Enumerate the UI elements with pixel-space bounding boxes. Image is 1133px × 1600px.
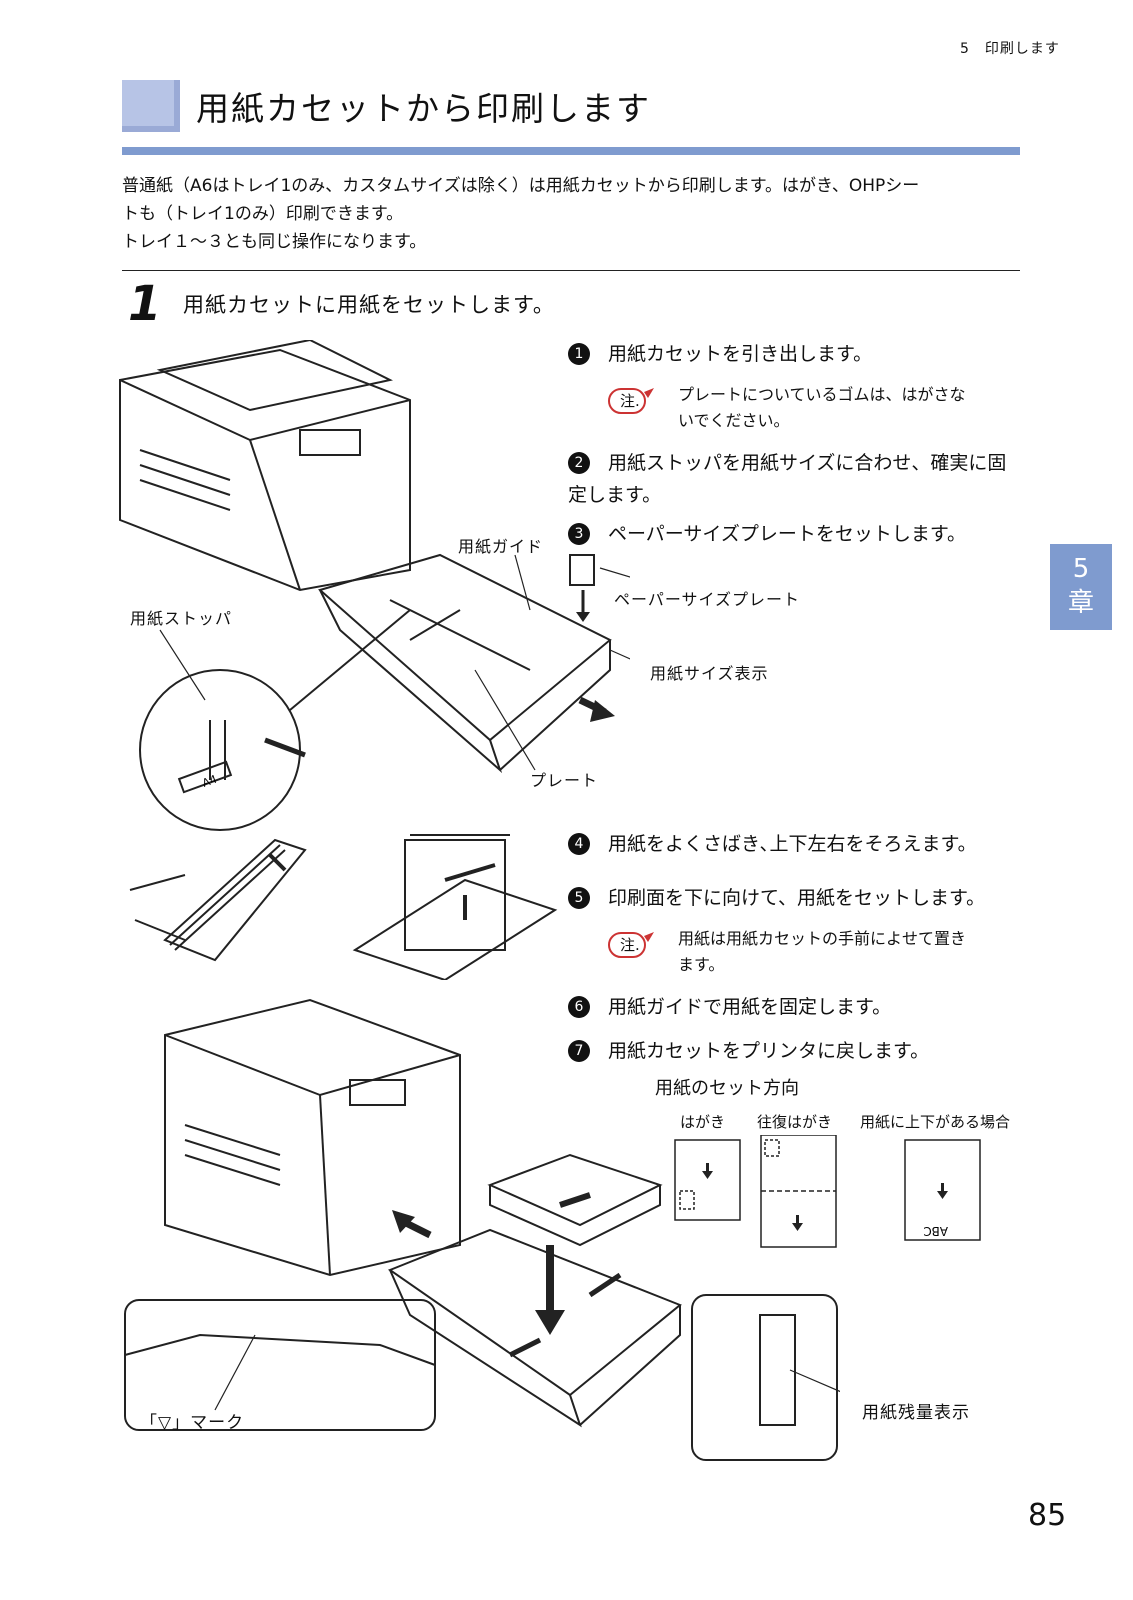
caution-badge-label: 注. [620, 392, 640, 410]
substep-text: 用紙カセットを引き出します。 [608, 343, 873, 365]
chapter-header: 5 印刷します [960, 41, 1060, 57]
direction-title: 用紙のセット方向 [655, 1078, 799, 1099]
step-number: 1 [128, 276, 162, 332]
section-rule [122, 270, 1020, 271]
substep: 5 印刷面を下に向けて、用紙をセットします。 [568, 882, 1023, 914]
caution-line: 用紙は用紙カセットの手前によせて置き [678, 929, 967, 948]
substep: 1 用紙カセットを引き出します。 [568, 338, 1023, 370]
chapter-side-tab: 5 章 [1050, 544, 1112, 630]
step-heading: 用紙カセットに用紙をセットします。 [183, 293, 555, 317]
caution-text: 用紙は用紙カセットの手前によせて置き ます。 [678, 926, 966, 978]
direction-reply-label: 往復はがき [757, 1113, 833, 1131]
label-plate: プレート [530, 771, 599, 790]
substep-number: 5 [568, 887, 590, 909]
caution-note: 注. 用紙は用紙カセットの手前によせて置き ます。 [608, 928, 1028, 984]
label-paper-guide: 用紙ガイド [458, 537, 544, 556]
paper-fanning-illustration [129, 834, 558, 980]
intro-line: トも（トレイ1のみ）印刷できます。 [122, 204, 404, 224]
substep-text: ペーパーサイズプレートをセットします。 [608, 523, 966, 545]
intro-line: 普通紙（A6はトレイ1のみ、カスタムサイズは除く）は用紙カセットから印刷します。… [122, 176, 920, 196]
label-paper-stopper: 用紙ストッパ [130, 609, 233, 628]
cassette-illustration: A4 [119, 340, 630, 831]
substep-number: 6 [568, 996, 590, 1018]
substep-number: 3 [568, 523, 590, 545]
chapter-tab-label: 章 [1067, 588, 1094, 618]
caution-line: ます。 [678, 955, 725, 974]
chapter-tab-number: 5 [1072, 554, 1090, 584]
caution-line: プレートについているゴムは、はがさな [678, 385, 966, 404]
title-decoration [122, 80, 180, 132]
direction-postcard-label: はがき [680, 1113, 726, 1131]
label-triangle-mark: 「▽」マーク [140, 1413, 245, 1433]
abc-sample: ABC [923, 1224, 948, 1238]
substep: 6 用紙ガイドで用紙を固定します。 [568, 991, 1023, 1023]
substep: 7 用紙カセットをプリンタに戻します。 [568, 1035, 1023, 1067]
page-title: 用紙カセットから印刷します [196, 89, 651, 128]
caution-badge-icon [608, 932, 654, 958]
substep-number: 2 [568, 452, 590, 474]
substep-text: 印刷面を下に向けて、用紙をセットします。 [608, 887, 986, 909]
substep-text: 用紙ストッパを用紙サイズに合わせ、確実に固定します。 [568, 452, 1007, 506]
title-underline [122, 147, 1020, 155]
label-paper-size-indicator: 用紙サイズ表示 [650, 664, 769, 683]
caution-badge-icon [608, 388, 654, 414]
caution-line: いでください。 [678, 411, 790, 430]
substep-text: 用紙をよくさばき､上下左右をそろえます。 [608, 833, 977, 855]
direction-oriented-label: 用紙に上下がある場合 [860, 1113, 1011, 1131]
substep-number: 4 [568, 833, 590, 855]
direction-diagrams: ABC [674, 1135, 981, 1248]
caution-note: 注. プレートについているゴムは、はがさな いでください。 [608, 384, 1028, 440]
substep-text: 用紙カセットをプリンタに戻します。 [608, 1040, 930, 1062]
intro-paragraph: 普通紙（A6はトレイ1のみ、カスタムサイズは除く）は用紙カセットから印刷します。… [122, 172, 1022, 256]
label-paper-level: 用紙残量表示 [862, 1403, 970, 1423]
label-paper-size-plate: ペーパーサイズプレート [614, 590, 801, 609]
cassette-return-illustration [124, 998, 840, 1461]
substep: 4 用紙をよくさばき､上下左右をそろえます。 [568, 828, 1023, 860]
substep-text: 用紙ガイドで用紙を固定します。 [608, 996, 892, 1018]
a4-marking: A4 [201, 773, 219, 790]
caution-badge-label: 注. [620, 936, 640, 954]
substep: 3 ペーパーサイズプレートをセットします。 [568, 518, 1023, 550]
page-number: 85 [1028, 1498, 1067, 1533]
substep-number: 7 [568, 1040, 590, 1062]
substep-number: 1 [568, 343, 590, 365]
caution-text: プレートについているゴムは、はがさな いでください。 [678, 382, 966, 434]
intro-line: トレイ１～３とも同じ操作になります。 [122, 232, 427, 252]
